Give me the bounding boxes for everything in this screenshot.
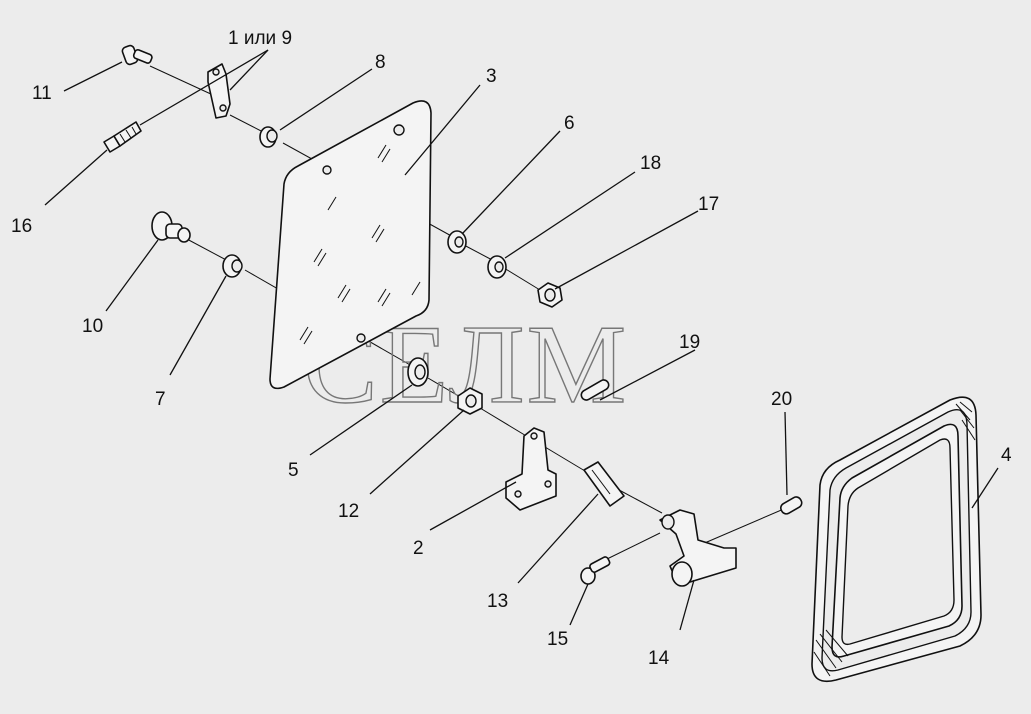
pin-part-10 <box>151 211 191 243</box>
label-6: 6 <box>564 113 575 134</box>
label-5: 5 <box>288 460 299 481</box>
label-18: 18 <box>640 153 661 174</box>
pin-part-20 <box>780 496 803 515</box>
bushing-part-7 <box>222 254 243 278</box>
washer-part-18 <box>487 255 507 279</box>
washer-part-5 <box>407 357 429 387</box>
nut-part-12 <box>457 387 483 415</box>
label-19: 19 <box>679 332 700 353</box>
slotted-block-part-13 <box>583 461 625 507</box>
label-14: 14 <box>648 648 670 669</box>
bracket-part-1-or-9 <box>207 63 231 119</box>
pin-part-19 <box>580 379 610 401</box>
seal-frame-part-4 <box>811 396 982 683</box>
hinge-plate-part-2 <box>505 427 557 511</box>
bolt-part-16 <box>103 121 142 153</box>
glass-panel-part-3 <box>269 100 432 390</box>
label-3: 3 <box>486 66 497 87</box>
label-7: 7 <box>155 389 166 410</box>
label-12: 12 <box>338 501 359 522</box>
label-17: 17 <box>698 194 719 215</box>
label-4: 4 <box>1001 445 1012 466</box>
label-1-or-9: 1 или 9 <box>228 28 292 49</box>
label-16: 16 <box>11 216 32 237</box>
label-15: 15 <box>547 629 568 650</box>
label-10: 10 <box>82 316 103 337</box>
bushing-part-8 <box>259 126 278 148</box>
label-13: 13 <box>487 591 508 612</box>
label-8: 8 <box>375 52 386 73</box>
lever-part-14 <box>659 509 737 587</box>
label-20: 20 <box>771 389 792 410</box>
leader-lines <box>44 49 999 631</box>
label-11: 11 <box>32 83 52 104</box>
label-2: 2 <box>413 538 424 559</box>
washer-part-6 <box>447 230 467 254</box>
screw-part-11 <box>121 44 153 66</box>
screw-part-15 <box>580 556 611 585</box>
